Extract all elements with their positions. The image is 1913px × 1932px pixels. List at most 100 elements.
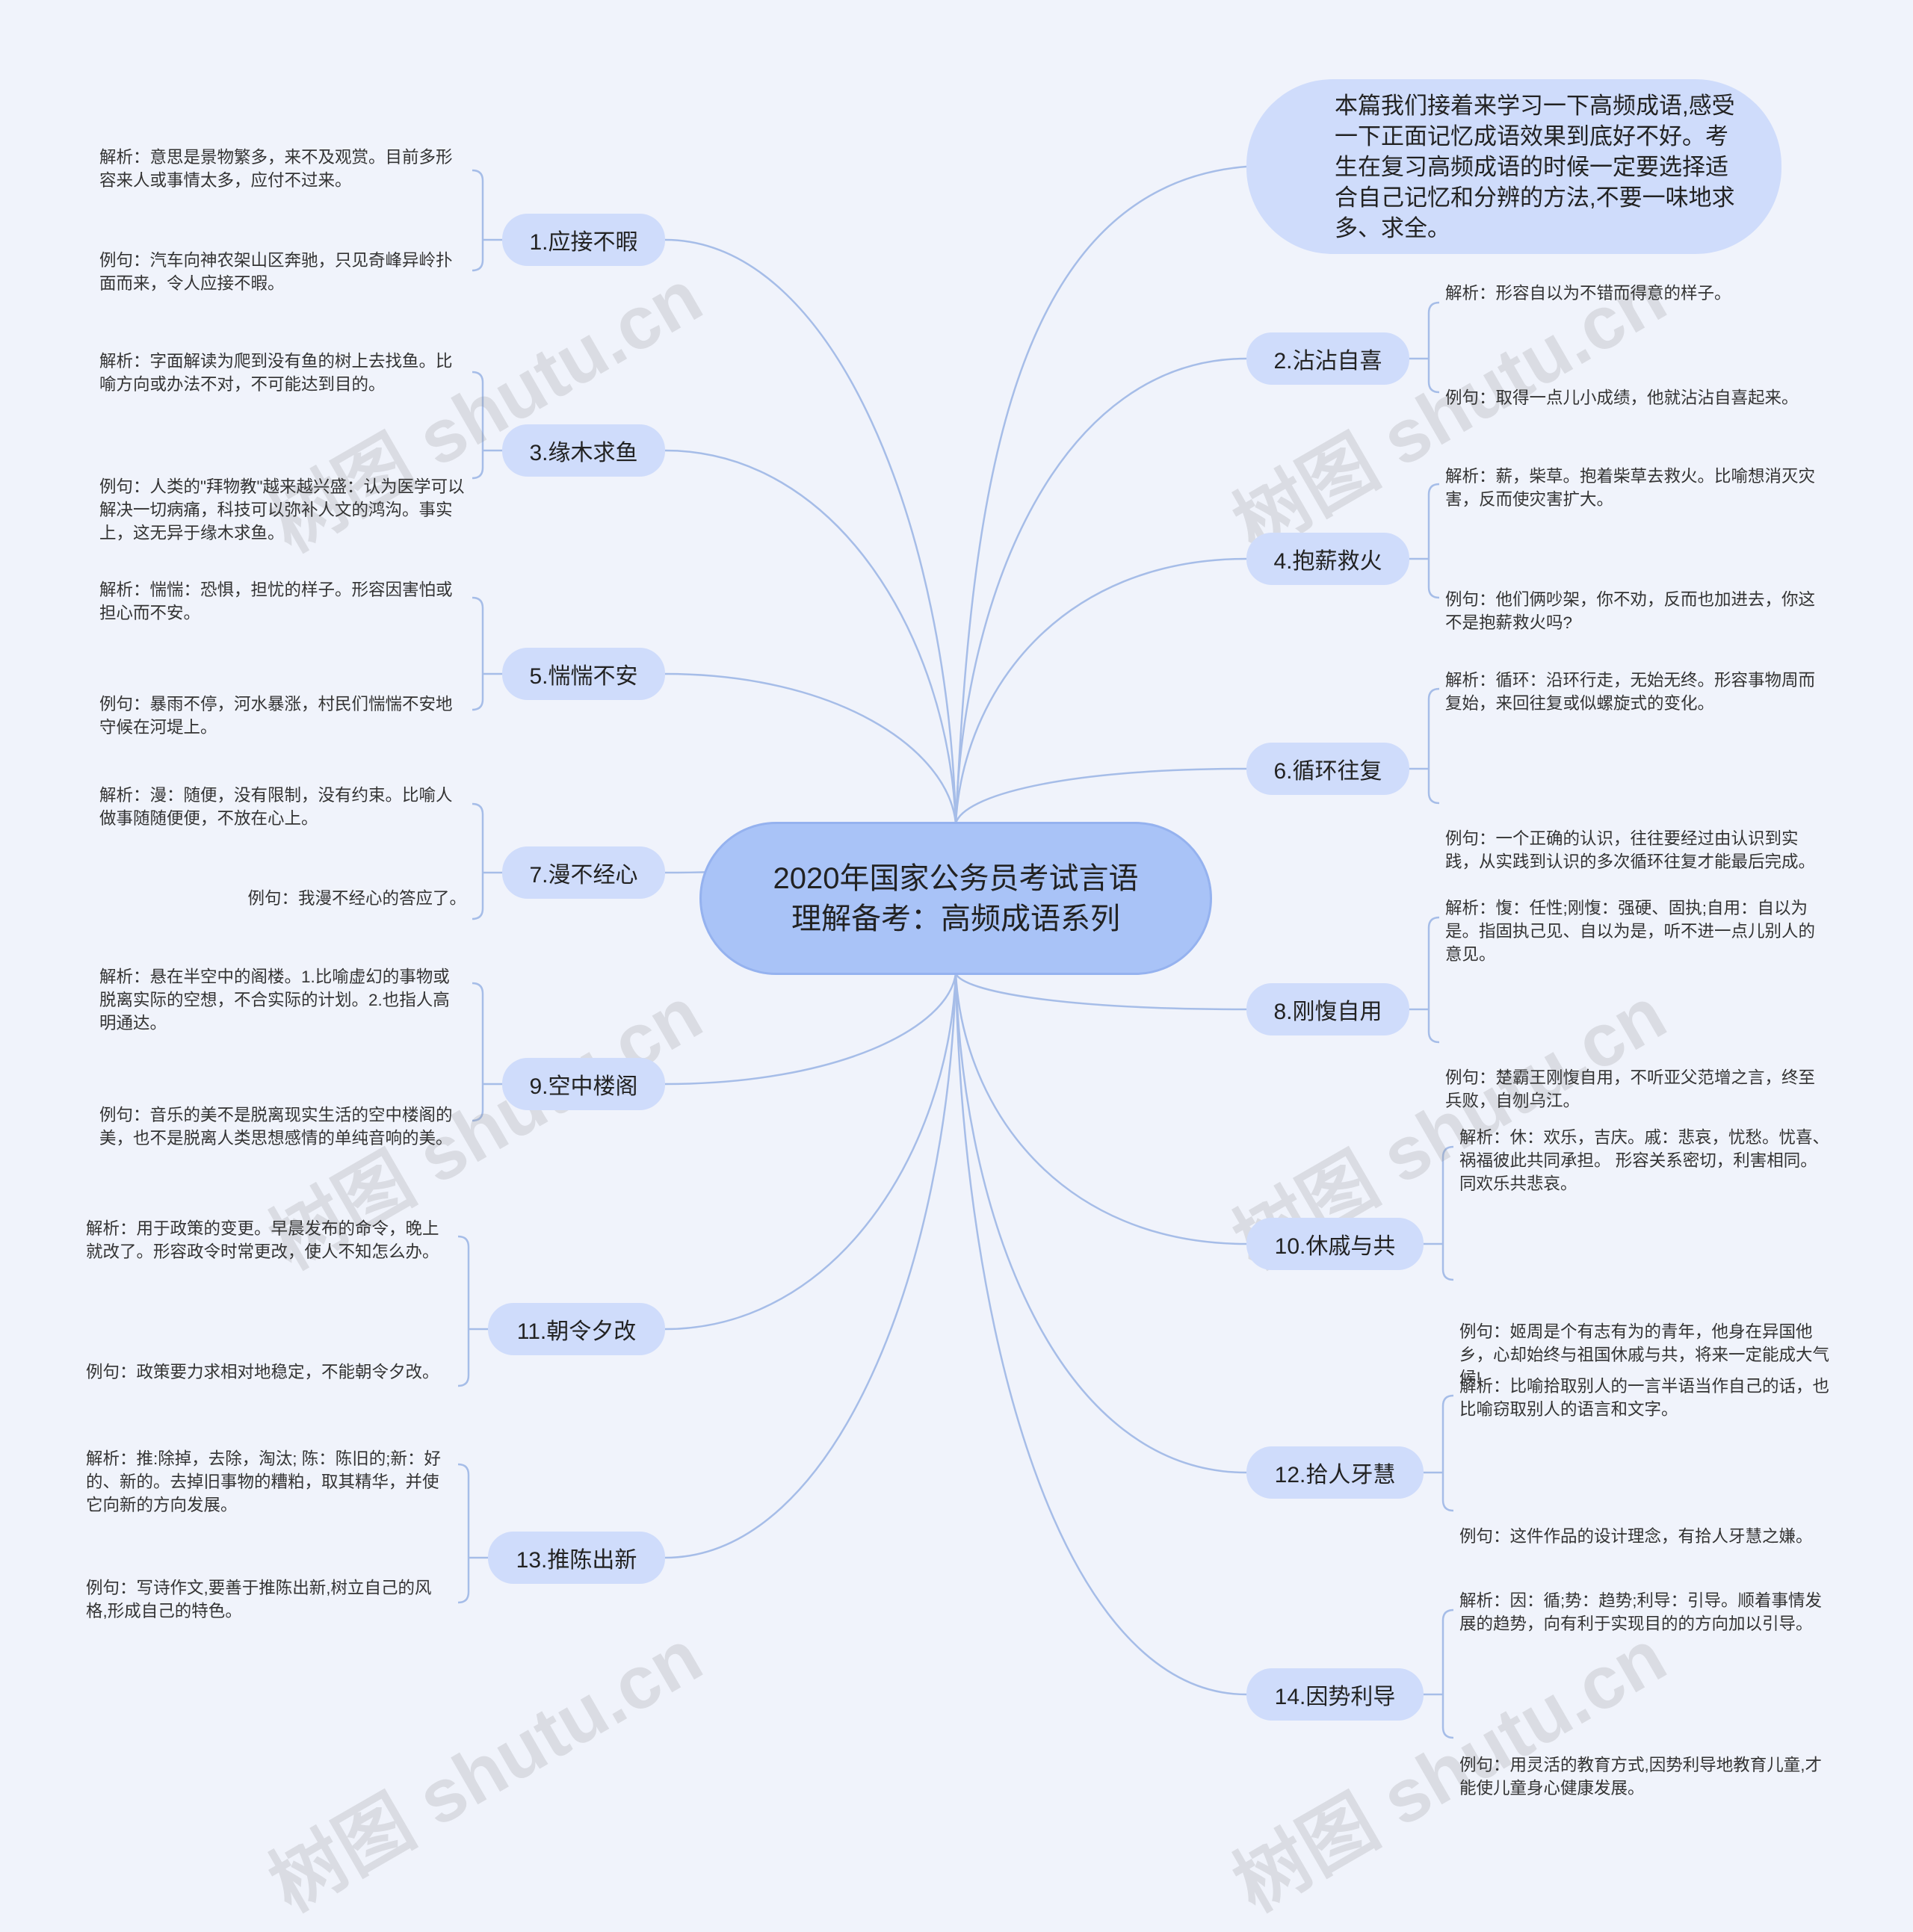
leaf-example: 例句：姬周是个有志有为的青年，他身在异国他乡，心却始终与祖国休戚与共，将来一定能…	[1459, 1322, 1830, 1387]
leaf-explain: 解析：用于政策的变更。早晨发布的命令，晚上就改了。形容政令时常更改，使人不知怎么…	[86, 1219, 439, 1261]
leaf-explain: 解析：因：循;势：趋势;利导：引导。顺着事情发展的趋势，向有利于实现目的的方向加…	[1459, 1591, 1823, 1633]
leaf-example: 例句：取得一点儿小成绩，他就沾沾自喜起来。	[1445, 388, 1799, 407]
root-topic[interactable]: 2020年国家公务员考试言语理解备考：高频成语系列	[699, 822, 1212, 975]
branch-label: 13.推陈出新	[516, 1548, 637, 1573]
link-root-b8	[954, 973, 1247, 1011]
bracket-bottom	[1427, 1009, 1440, 1044]
branch-label: 10.休戚与共	[1274, 1234, 1396, 1259]
link-root-b14	[954, 973, 1247, 1696]
bracket-bottom	[457, 1329, 470, 1387]
branch-b9[interactable]: 9.空中楼阁	[502, 1058, 665, 1110]
bracket-top	[457, 1235, 470, 1329]
bracket-top	[1441, 1609, 1454, 1694]
branch-label: 5.惴惴不安	[529, 664, 638, 689]
bracket-top	[472, 371, 484, 451]
leaf-example: 例句：写诗作文,要善于推陈出新,树立自己的风格,形成自己的特色。	[86, 1579, 432, 1620]
branch-b13[interactable]: 13.推陈出新	[488, 1532, 665, 1584]
bracket-bottom	[472, 873, 484, 920]
leaf-explain: 解析：休：欢乐，吉庆。戚：悲哀，忧愁。忧喜、祸福彼此共同承担。 形容关系密切，利…	[1459, 1128, 1830, 1193]
branch-b1[interactable]: 1.应接不暇	[502, 214, 665, 266]
leaf-example: 例句：用灵活的教育方式,因势利导地教育儿童,才能使儿童身心健康发展。	[1459, 1756, 1823, 1798]
branch-label: 6.循环往复	[1273, 759, 1382, 784]
intro-text: 本篇我们接着来学习一下高频成语,感受一下正面记忆成语效果到底好不好。考生在复习高…	[1335, 92, 1735, 241]
bracket-bottom	[472, 1084, 484, 1122]
intro-note[interactable]: 本篇我们接着来学习一下高频成语,感受一下正面记忆成语效果到底好不好。考生在复习高…	[1246, 79, 1781, 254]
bracket-bottom	[1427, 359, 1440, 394]
bracket-top	[1441, 1394, 1454, 1473]
branch-b4[interactable]: 4.抱薪救火	[1246, 533, 1409, 585]
branch-b11[interactable]: 11.朝令夕改	[488, 1303, 665, 1355]
branch-b3[interactable]: 3.缘木求鱼	[502, 424, 665, 477]
branch-label: 2.沾沾自喜	[1273, 349, 1382, 374]
leaf-example: 例句：人类的"拜物教"越来越兴盛：认为医学可以解决一切病痛，科技可以弥补人文的鸿…	[99, 477, 465, 542]
branch-b6[interactable]: 6.循环往复	[1246, 743, 1409, 795]
leaf-explain: 解析：漫：随便，没有限制，没有约束。比喻人做事随随便便，不放在心上。	[99, 786, 453, 828]
link-root-b5	[664, 672, 957, 824]
leaf-example: 例句：音乐的美不是脱离现实生活的空中楼阁的美，也不是脱离人类思想感情的单纯音响的…	[99, 1106, 453, 1148]
leaf-example: 例句：我漫不经心的答应了。	[247, 889, 466, 908]
bracket-top	[472, 596, 484, 674]
link-root-b2	[954, 357, 1247, 824]
link-root-b3	[664, 449, 957, 824]
leaf-explain: 解析：惴惴：恐惧，担忧的样子。形容因害怕或担心而不安。	[99, 580, 453, 622]
leaf-example: 例句：暴雨不停，河水暴涨，村民们惴惴不安地守候在河堤上。	[99, 695, 453, 737]
bracket-bottom	[472, 674, 484, 711]
bracket-top	[472, 802, 484, 873]
bracket-bottom	[1441, 1244, 1454, 1281]
bracket-top	[1427, 687, 1440, 769]
leaf-explain: 解析：循环：沿环行走，无始无终。形容事物周而复始，来回往复或似螺旋式的变化。	[1445, 671, 1816, 713]
leaf-example: 例句：政策要力求相对地稳定，不能朝令夕改。	[86, 1363, 439, 1381]
leaf-example: 例句：他们俩吵架，你不劝，反而也加进去，你这不是抱薪救火吗?	[1445, 590, 1816, 632]
link-root-intro	[954, 165, 1247, 824]
branch-b10[interactable]: 10.休戚与共	[1246, 1218, 1424, 1270]
link-root-b12	[954, 973, 1247, 1474]
branch-label: 9.空中楼阁	[529, 1074, 638, 1099]
bracket-top	[1427, 916, 1440, 1009]
leaf-explain: 解析：悬在半空中的阁楼。1.比喻虚幻的事物或脱离实际的空想，不合实际的计划。2.…	[99, 967, 450, 1032]
link-root-b11	[664, 973, 957, 1331]
leaf-example: 例句：汽车向神农架山区奔驰，只见奇峰异岭扑面而来，令人应接不暇。	[99, 251, 453, 293]
leaf-explain: 解析：形容自以为不错而得意的样子。	[1445, 284, 1731, 303]
bracket-bottom	[1427, 769, 1440, 805]
branch-label: 1.应接不暇	[529, 230, 638, 255]
leaf-explain: 解析：意思是景物繁多，来不及观赏。目前多形容来人或事情太多，应付不过来。	[99, 148, 453, 190]
branch-label: 12.拾人牙慧	[1274, 1463, 1396, 1487]
link-root-b4	[954, 557, 1247, 824]
leaf-example: 例句：楚霸王刚愎自用，不听亚父范增之言，终至兵败，自刎乌江。	[1445, 1068, 1816, 1110]
bracket-bottom	[1441, 1473, 1454, 1512]
leaf-explain: 解析：字面解读为爬到没有鱼的树上去找鱼。比喻方向或办法不对，不可能达到目的。	[99, 352, 453, 394]
bracket-top	[472, 982, 484, 1084]
root-title: 2020年国家公务员考试言语理解备考：高频成语系列	[773, 861, 1139, 935]
leaf-explain: 解析：愎：任性;刚愎：强硬、固执;自用：自以为是。指固执己见、自以为是，听不进一…	[1445, 899, 1816, 964]
link-root-b1	[664, 238, 957, 824]
branch-b8[interactable]: 8.刚愎自用	[1246, 983, 1409, 1035]
bracket-top	[1427, 483, 1440, 559]
leaf-example: 例句：这件作品的设计理念，有拾人牙慧之嫌。	[1459, 1527, 1813, 1546]
branch-b7[interactable]: 7.漫不经心	[502, 846, 665, 899]
bracket-bottom	[472, 451, 484, 480]
branch-label: 3.缘木求鱼	[529, 441, 638, 465]
leaf-explain: 解析：比喻拾取别人的一言半语当作自己的话，也比喻窃取别人的语言和文字。	[1459, 1377, 1830, 1419]
bracket-top	[1427, 301, 1440, 359]
bracket-top	[457, 1463, 470, 1558]
leaf-example: 例句：一个正确的认识，往往要经过由认识到实践，从实践到认识的多次循环往复才能最后…	[1445, 829, 1816, 871]
leaf-explain: 解析：薪，柴草。抱着柴草去救火。比喻想消灭灾害，反而使灾害扩大。	[1445, 467, 1816, 509]
link-root-b6	[954, 767, 1247, 824]
branch-label: 7.漫不经心	[529, 863, 638, 888]
branch-b2[interactable]: 2.沾沾自喜	[1246, 332, 1409, 385]
bracket-bottom	[1427, 559, 1440, 599]
leaf-explain: 解析：推:除掉，去除，淘汰; 陈：陈旧的;新：好的、新的。去掉旧事物的糟粕，取其…	[86, 1449, 442, 1514]
branch-b14[interactable]: 14.因势利导	[1246, 1668, 1424, 1721]
bracket-top	[1441, 1145, 1454, 1244]
branch-b12[interactable]: 12.拾人牙慧	[1246, 1446, 1424, 1499]
bracket-bottom	[1441, 1694, 1454, 1739]
branch-label: 11.朝令夕改	[516, 1319, 637, 1344]
branch-b5[interactable]: 5.惴惴不安	[502, 648, 665, 700]
bracket-bottom	[457, 1558, 470, 1604]
branch-label: 8.刚愎自用	[1273, 1000, 1382, 1024]
branch-label: 14.因势利导	[1274, 1685, 1396, 1709]
link-root-b10	[954, 973, 1247, 1245]
branch-label: 4.抱薪救火	[1273, 549, 1382, 574]
bracket-top	[472, 169, 484, 240]
bracket-bottom	[472, 240, 484, 272]
